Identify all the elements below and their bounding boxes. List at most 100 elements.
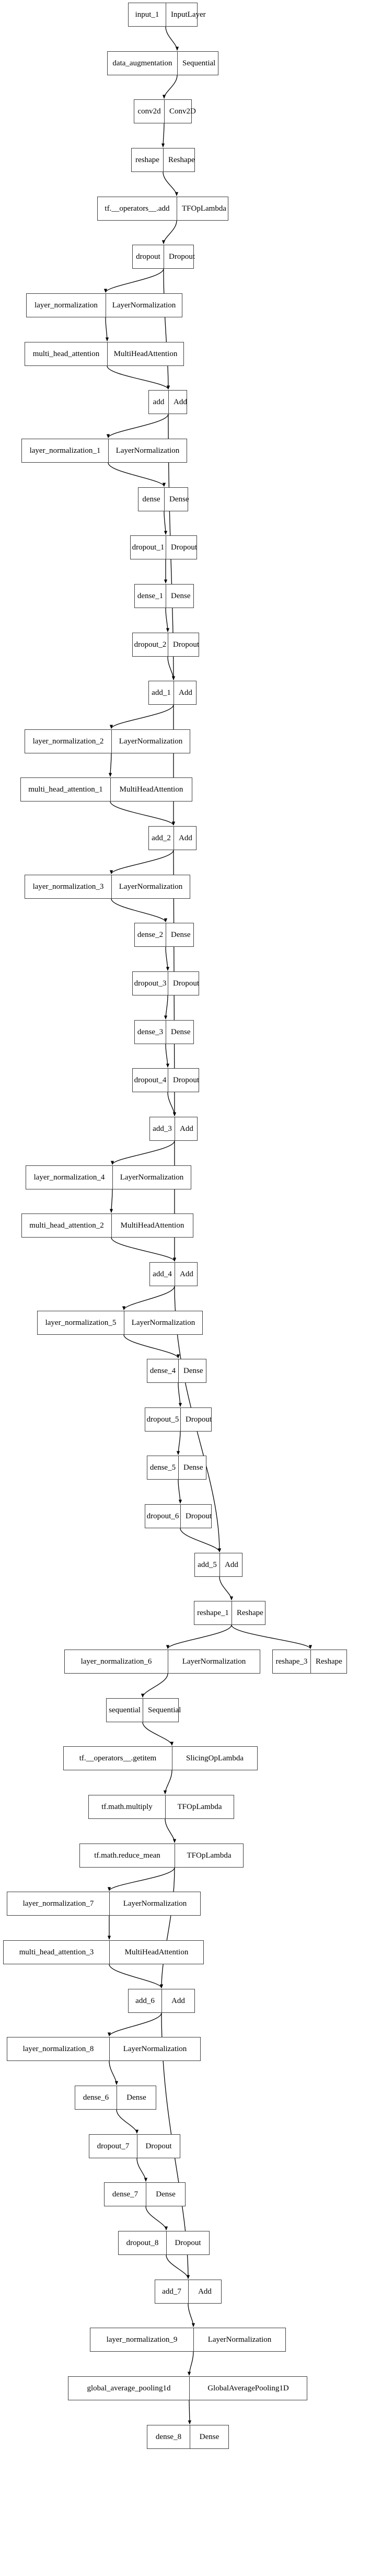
edge-add_1-to-layer_normalization_2 <box>109 704 174 729</box>
node-layer-type: TFOpLambda <box>177 1802 222 1811</box>
edge-global_average_pooling1d-to-dense_8 <box>188 2400 192 2424</box>
edge-layer_normalization_3-to-dense_2 <box>111 898 168 922</box>
node-layer-name: dense_4 <box>147 1359 179 1382</box>
node-layer-type: Dropout <box>169 252 195 261</box>
node-layer-type: Add <box>179 688 192 697</box>
node-layer-type: Add <box>180 1269 193 1278</box>
node-layer-type: MultiHeadAttention <box>124 1948 189 1956</box>
edge-layer_normalization_2-to-multi_head_attention_1 <box>108 753 112 777</box>
node-layer-name: add_2 <box>149 827 174 850</box>
edge-dropout_8-to-add_7 <box>166 2254 190 2279</box>
edge-tf.math.multiply-to-tf.math.reduce_mean <box>165 1818 177 1843</box>
node-layer-type: Dense <box>183 1463 203 1472</box>
node-layer-name: input_1 <box>129 3 166 26</box>
node-layer-type: Dense <box>171 1027 191 1036</box>
edge-add_3-to-layer_normalization_4 <box>110 1140 175 1165</box>
edge-add-to-layer_normalization_1 <box>106 414 169 438</box>
node-layer-type: LayerNormalization <box>120 1173 184 1182</box>
node-layer-name: layer_normalization_6 <box>65 1650 168 1673</box>
edge-tf.__operators__.getitem-to-tf.math.multiply <box>163 1770 172 1794</box>
node-layer-name: reshape_3 <box>273 1650 311 1673</box>
edge-reshape_1-to-layer_normalization_6 <box>166 1624 232 1649</box>
edge-layer_normalization_1-to-dense <box>108 462 166 487</box>
edge-multi_head_attention_2-to-add_4 <box>111 1237 177 1262</box>
edge-dropout_7-to-dense_7 <box>136 2158 148 2182</box>
node-layer-name: dense_3 <box>135 1021 166 1044</box>
node-layer-type: TFOpLambda <box>182 204 226 213</box>
edge-layer_normalization_4-to-multi_head_attention_2 <box>109 1189 113 1213</box>
edge-multi_head_attention_1-to-add_2 <box>110 801 176 826</box>
graph-node-dense_3[interactable]: dense_3 Dense <box>134 1020 194 1044</box>
edge-dense_4-to-dropout_5 <box>178 1382 182 1407</box>
node-layer-name: dropout_6 <box>145 1505 181 1528</box>
node-layer-name: sequential <box>107 1699 143 1722</box>
node-layer-name: dropout_2 <box>133 633 168 656</box>
edge-reshape-to-tf.__operators__.add <box>163 171 179 196</box>
edge-dropout-to-layer_normalization <box>103 268 164 293</box>
node-layer-name: layer_normalization_9 <box>90 2328 194 2351</box>
edge-dropout-to-add <box>163 268 170 390</box>
node-layer-type: Dense <box>171 591 191 600</box>
node-layer-type: GlobalAveragePooling1D <box>207 2384 289 2392</box>
edge-add_4-to-layer_normalization_5 <box>122 1286 175 1310</box>
node-layer-type: TFOpLambda <box>187 1851 232 1860</box>
node-layer-type: SlicingOpLambda <box>186 1754 244 1762</box>
edge-add_5-to-reshape_1 <box>219 1576 234 1600</box>
node-layer-type: Conv2D <box>169 107 196 116</box>
node-layer-type: LayerNormalization <box>119 737 183 746</box>
node-layer-type: Reshape <box>237 1608 263 1617</box>
